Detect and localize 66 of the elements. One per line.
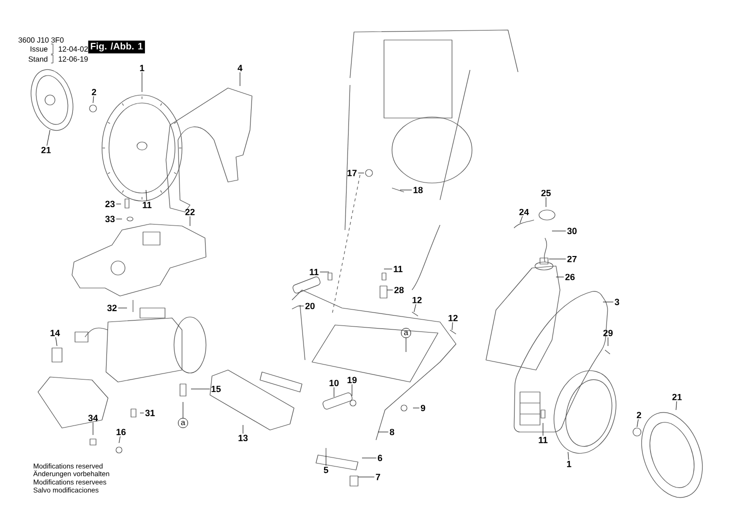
leader-line bbox=[118, 436, 120, 444]
callout-number: 18 bbox=[414, 186, 423, 194]
callout-number: 11 bbox=[394, 266, 402, 272]
leader-line bbox=[452, 322, 453, 330]
figure-label: Fig. /Abb. 1 bbox=[88, 40, 145, 54]
callout-number: 21 bbox=[41, 146, 51, 154]
callout-number: 34 bbox=[88, 414, 98, 422]
callout-number: 24 bbox=[519, 208, 529, 216]
leader-line bbox=[55, 337, 58, 346]
leader-line bbox=[676, 401, 677, 410]
callout-number: 33 bbox=[105, 216, 115, 222]
callout-number: 15 bbox=[212, 386, 221, 392]
leader-line bbox=[92, 422, 94, 436]
callout-number: 8 bbox=[390, 428, 394, 436]
leader-line bbox=[636, 419, 639, 428]
callout-number: 1 bbox=[140, 64, 144, 72]
callout-number: 12 bbox=[412, 296, 422, 304]
leader-line bbox=[116, 218, 122, 220]
callout-number: 6 bbox=[378, 454, 382, 462]
callout-number: 29 bbox=[603, 330, 613, 336]
callout-number: 26 bbox=[565, 274, 575, 280]
callout-number: 10 bbox=[330, 380, 339, 386]
leader-line bbox=[556, 276, 564, 278]
callout-number: 31 bbox=[145, 410, 155, 416]
callout-number: 11 bbox=[310, 268, 318, 276]
leader-line bbox=[46, 130, 50, 146]
leader-line bbox=[358, 172, 364, 174]
leader-line bbox=[358, 476, 375, 478]
callout-number: 20 bbox=[305, 302, 315, 310]
callout-number: 28 bbox=[394, 286, 404, 294]
callout-number: 2 bbox=[92, 88, 96, 96]
leader-line bbox=[146, 190, 147, 201]
leader-line bbox=[140, 412, 144, 414]
callout-number: 12 bbox=[448, 314, 458, 322]
callout-number: 25 bbox=[541, 190, 551, 196]
leader-line bbox=[92, 96, 94, 104]
callout-number: 21 bbox=[672, 394, 682, 400]
leader-line bbox=[568, 452, 569, 460]
leader-line bbox=[520, 216, 523, 224]
callout-number: 19 bbox=[348, 376, 357, 384]
leader-line bbox=[542, 422, 544, 436]
leader-line bbox=[414, 304, 416, 312]
callout-number: 23 bbox=[105, 200, 115, 208]
callout-number: 11 bbox=[538, 436, 548, 444]
leader-line bbox=[552, 230, 566, 232]
callout-number: 32 bbox=[107, 304, 117, 312]
callout-number: 30 bbox=[567, 228, 577, 234]
leader-line bbox=[182, 402, 184, 418]
leader-line bbox=[548, 258, 566, 260]
callout-number: 3 bbox=[614, 298, 620, 306]
leader-line bbox=[190, 388, 210, 390]
callout-number: 9 bbox=[420, 404, 426, 412]
callout-number: 2 bbox=[636, 412, 642, 418]
callout-number: 22 bbox=[185, 208, 195, 216]
callout-number: 17 bbox=[348, 170, 357, 176]
callout-number: 14 bbox=[50, 330, 60, 336]
callout-number: 7 bbox=[376, 474, 380, 480]
callout-number: 4 bbox=[238, 64, 242, 72]
leader-line bbox=[384, 268, 392, 270]
callout-number: 1 bbox=[567, 460, 572, 468]
callout-number: 27 bbox=[567, 256, 577, 262]
callout-number: 11 bbox=[142, 202, 152, 208]
callout-number: 16 bbox=[116, 428, 126, 436]
callout-number: 13 bbox=[238, 434, 248, 442]
leader-line bbox=[242, 424, 244, 434]
callout-number: 5 bbox=[324, 466, 328, 474]
